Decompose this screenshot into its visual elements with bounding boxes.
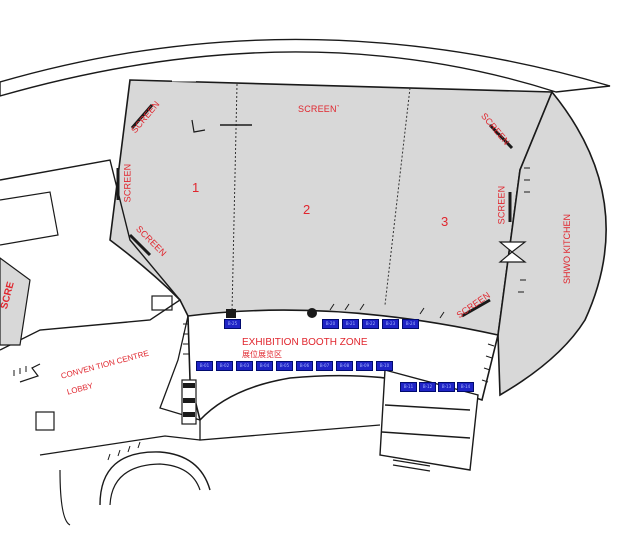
booth-b-08[interactable]: B-08 [336,361,353,371]
exhibition-zone-label: EXHIBITION BOOTH ZONE [242,337,368,348]
round-entry [99,451,211,506]
kitchen-label: SHWO KITCHEN [562,213,573,285]
booth-b-05[interactable]: B-05 [276,361,293,371]
booth-b-09[interactable]: B-09 [356,361,373,371]
booth-b-14[interactable]: B-14 [457,382,474,392]
booth-b-11[interactable]: B-11 [400,382,417,392]
screen-label-room3-east: SCREEN [496,185,507,225]
booth-b-03[interactable]: B-03 [236,361,253,371]
booth-b-07[interactable]: B-07 [316,361,333,371]
booth-b-10[interactable]: B-10 [376,361,393,371]
outer-wall-arc [0,38,611,97]
booth-b-06[interactable]: B-06 [296,361,313,371]
booth-b-20[interactable]: B-20 [322,319,339,329]
screen-label-room2: SCREEN` [298,104,340,114]
divider-2-3 [384,87,411,306]
screen-label-room1-west: SCREEN [122,163,133,203]
booth-b-02[interactable]: B-02 [216,361,233,371]
booth-b-04[interactable]: B-04 [256,361,273,371]
booth-b-23[interactable]: B-23 [382,319,399,329]
west-rooms [0,159,182,351]
exhibition-zone-label-cn: 展位展览区 [242,350,282,359]
booth-b-22[interactable]: B-22 [362,319,379,329]
booth-b-24[interactable]: B-24 [402,319,419,329]
booth-b-12[interactable]: B-12 [419,382,436,392]
booth-b-25[interactable]: B-25 [224,319,241,329]
room-number-1: 1 [192,180,200,195]
lobby-outline [39,315,381,456]
booth-b-13[interactable]: B-13 [438,382,455,392]
room-number-2: 2 [303,202,311,217]
booth-b-21[interactable]: B-21 [342,319,359,329]
room-number-3: 3 [441,214,449,229]
booth-b-01[interactable]: B-01 [196,361,213,371]
